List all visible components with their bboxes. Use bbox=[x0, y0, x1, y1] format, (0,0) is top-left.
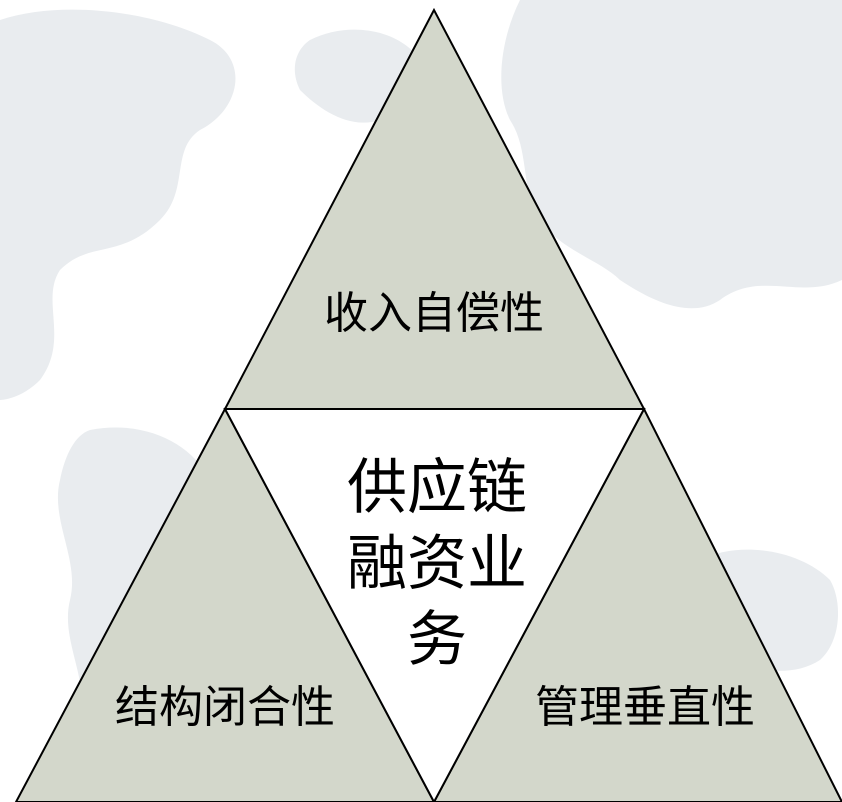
center-line-1: 供应链 bbox=[347, 453, 527, 523]
center-title: 供应链 融资业 务 bbox=[347, 453, 527, 675]
map-landmass-asia bbox=[501, 0, 842, 309]
label-left: 结构闭合性 bbox=[115, 682, 335, 733]
label-right: 管理垂直性 bbox=[535, 682, 755, 733]
label-top: 收入自偿性 bbox=[324, 288, 544, 339]
center-line-2: 融资业 bbox=[347, 529, 527, 599]
center-line-3: 务 bbox=[407, 605, 467, 675]
triangle-center bbox=[223, 408, 646, 802]
map-landmass-americas bbox=[0, 9, 236, 400]
